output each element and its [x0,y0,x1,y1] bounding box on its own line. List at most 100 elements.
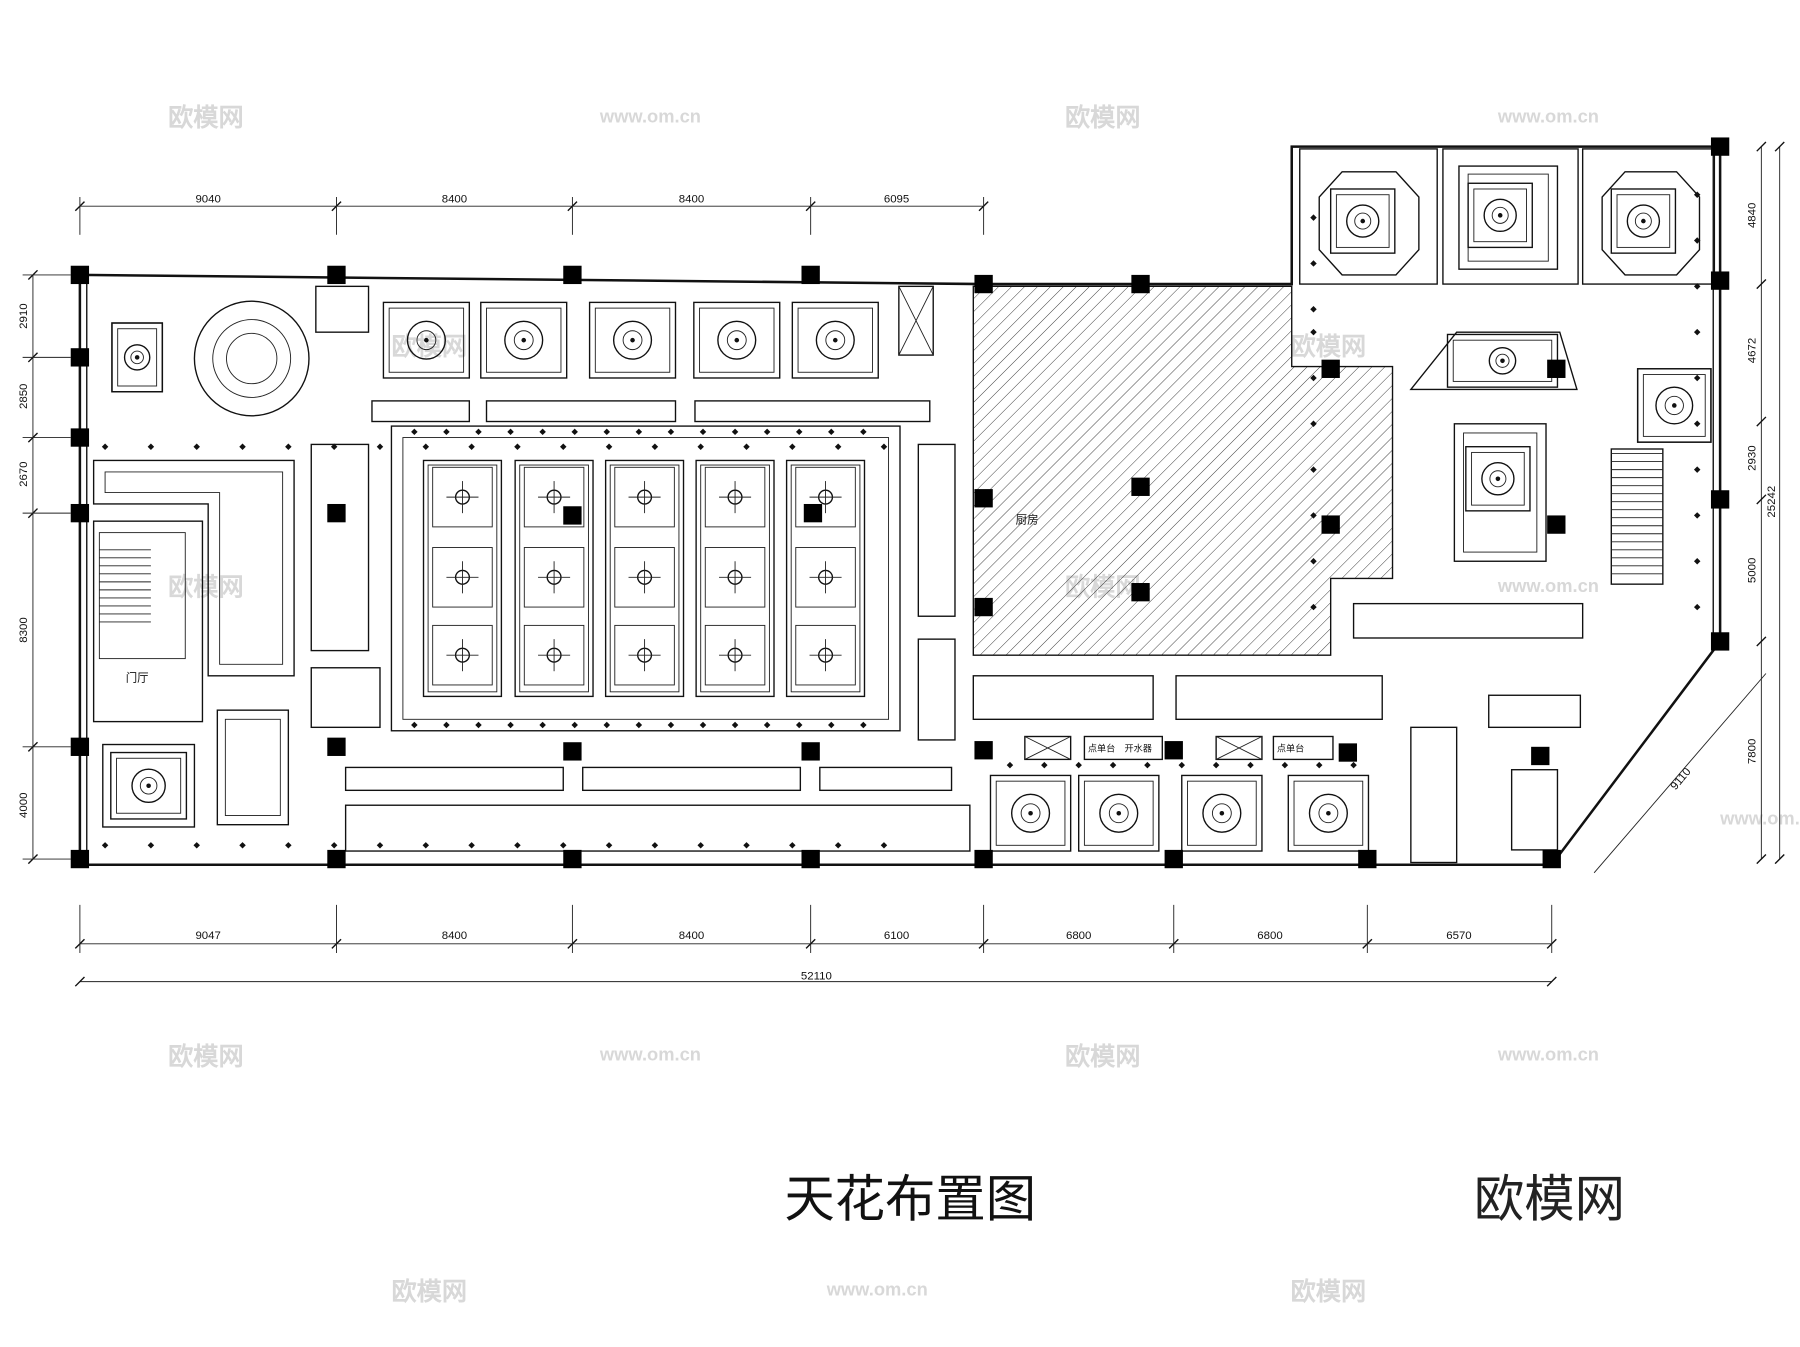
dim-left-5: 4000 [18,792,30,817]
downlight-icon [1664,395,1684,416]
air-diffuser-icon [651,443,659,450]
air-diffuser-icon [443,428,450,436]
lamp-panel-inner [1616,194,1671,248]
column [1531,746,1550,766]
dim-tick [1756,636,1767,647]
column [1710,137,1730,156]
dim-right-1: 4840 [1747,203,1759,228]
watermark-url: www.om.cn [826,1278,928,1299]
structural-columns [70,137,1730,869]
air-diffuser-icon [860,721,867,729]
dim-left-2: 2850 [18,384,30,409]
air-diffuser-icon [1693,466,1701,473]
downlight-icon [1481,462,1515,496]
downlight-center [1495,476,1501,482]
air-diffuser-icon [422,842,430,849]
water-heater-label: 开水器 [1125,742,1152,754]
air-diffuser-icon [763,428,771,436]
dim-bottom-3: 8400 [679,930,704,942]
downlight-icon [1491,206,1509,224]
lamp-panel [791,301,879,379]
lamp-panel [1467,182,1533,249]
dim-bottom-1: 9047 [195,930,220,942]
air-diffuser-icon [763,721,771,729]
column [1131,274,1150,294]
downlight-icon [1308,793,1348,833]
air-diffuser-icon [422,443,430,450]
air-diffuser-icon [443,721,450,729]
watermark-url: www.om.cn [1497,1044,1599,1065]
dim-tick [1756,853,1767,865]
dimension-bottom: 9047 8400 8400 6100 6800 6800 6570 52110 [74,904,1557,987]
downlight-center [1500,358,1505,364]
air-diffuser-icon [1693,512,1701,519]
air-diffuser-icon [560,443,567,450]
ceiling-coffer-inner [790,464,861,693]
watermark-text: 欧模网 [168,573,244,602]
dim-bottom-2: 8400 [442,930,467,942]
air-diffuser-icon [514,842,521,849]
downlight-center [1672,403,1677,408]
column [563,742,582,761]
service-counters: 点单台 开水器 点单台 [1024,735,1334,761]
lamp-panel [1181,774,1263,852]
coffer-cell [614,624,675,686]
watermark-url: www.om.cn [1719,808,1800,829]
downlight-center [1028,810,1033,816]
column [801,849,820,869]
dim-left-4: 8300 [18,617,30,642]
downlight-icon [825,330,846,351]
lamp-panel [1287,774,1370,852]
air-diffuser-icon [1350,761,1357,769]
watermark-url: www.om.cn [599,106,701,127]
column [803,503,823,523]
coffer-cell [523,624,585,686]
coffer-cell [704,547,766,608]
column [70,428,90,447]
air-diffuser-icon [147,842,155,849]
dim-left-3: 2670 [18,461,30,486]
coffer-cell [795,466,856,528]
column [1542,849,1561,869]
column [1710,632,1730,651]
downlight-icon [123,344,151,371]
air-diffuser-icon [330,443,338,450]
air-diffuser-icon [285,443,292,450]
lamp-panel-inner [1293,780,1364,846]
air-diffuser-icon [411,428,418,436]
air-diffuser-icon [571,721,578,729]
coffer-cell [432,624,493,686]
ceiling-coffer-inner [519,464,589,693]
ceiling-coffer-inner [609,464,680,693]
lamp-panel-inner [699,307,775,373]
air-diffuser-icon [834,443,842,450]
ceiling-coffer-inner [700,464,770,693]
downlight-icon [1318,803,1339,824]
air-diffuser-icon [635,721,643,729]
coffer-cell [432,466,493,528]
air-diffuser-icon [828,428,835,436]
column [1164,741,1183,760]
air-diffuser-icon [468,842,475,849]
downlight-icon [131,768,166,804]
coffer-cell [704,466,766,528]
downlight-icon [1634,212,1652,230]
air-diffuser-icon [1178,761,1186,769]
air-diffuser-icon [571,428,578,436]
dim-bottom-7: 6570 [1446,930,1471,942]
air-diffuser-icon [789,443,796,450]
dimension-right: 4840 4672 2930 5000 7800 25242 9110 [1593,141,1785,874]
air-diffuser-icon [507,428,514,436]
lamp-panel [480,301,568,379]
air-diffuser-icon [101,443,109,450]
watermark-text: 欧模网 [391,332,467,361]
coffer-cell [432,547,493,608]
lamp-panel [989,774,1072,852]
downlight-center [1326,810,1331,816]
downlight-center [1641,218,1646,224]
downlight-icon [717,320,757,360]
air-diffuser-icon [507,721,514,729]
column [327,849,346,869]
downlight-icon [1626,204,1661,238]
column [563,265,582,285]
